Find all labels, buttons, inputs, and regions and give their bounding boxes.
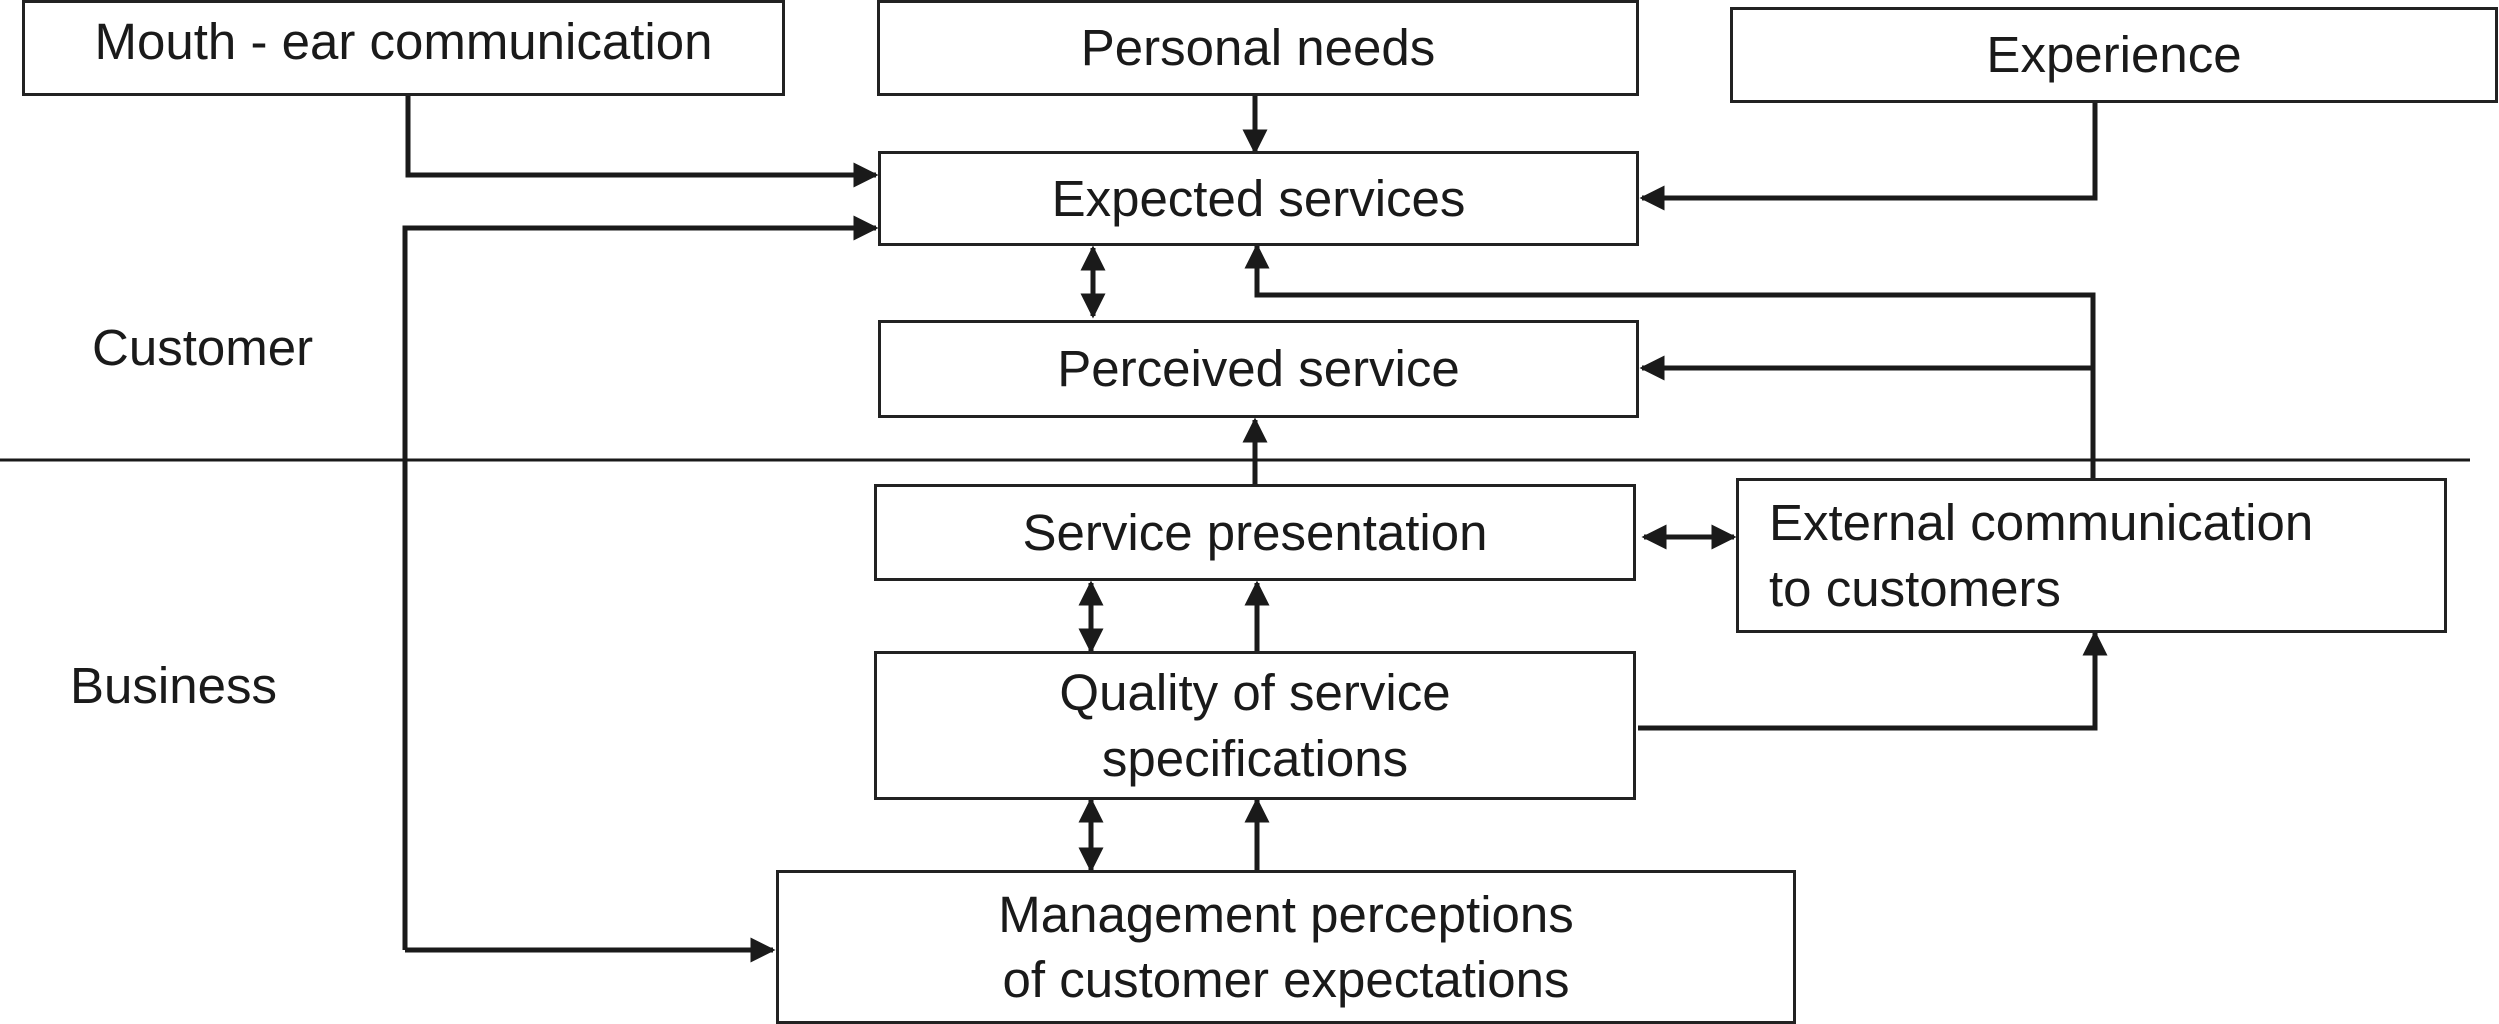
perceived-service-box: Perceived service [878,320,1639,418]
external-to-expected-arrow [1244,243,2096,478]
business-label: Business [70,657,277,714]
expected-services-box: Expected services [878,151,1639,246]
external-communication-box: External communication to customers [1736,478,2447,633]
service-presentation-text: Service presentation [1022,503,1488,561]
mouth-ear-communication-box: Mouth - ear communication [22,0,785,96]
mouth-ear-to-expected-arrow [405,96,879,188]
external-communication-text: External communication to customers [1769,494,2314,617]
quality-specifications-text: Quality of service specifications [1059,664,1451,787]
expected-services-text: Expected services [1051,169,1466,227]
quality-specifications-box: Quality of service specifications [874,651,1636,800]
quality-to-external-arrow [1638,630,2108,731]
management-perceptions-text: Management perceptions of customer expec… [998,885,1574,1008]
personal-needs-box: Personal needs [877,0,1639,96]
personal-needs-text: Personal needs [1080,19,1436,77]
experience-to-expected-arrow [1639,103,2098,211]
management-to-expected-arrow [402,215,879,950]
experience-box: Experience [1730,7,2498,103]
service-presentation-box: Service presentation [874,484,1636,581]
management-perceptions-box: Management perceptions of customer expec… [776,870,1796,1024]
mouth-ear-communication-text: Mouth - ear communication [94,13,713,70]
perceived-service-text: Perceived service [1057,340,1460,398]
customer-label: Customer [92,319,314,376]
experience-text: Experience [1986,26,2242,84]
